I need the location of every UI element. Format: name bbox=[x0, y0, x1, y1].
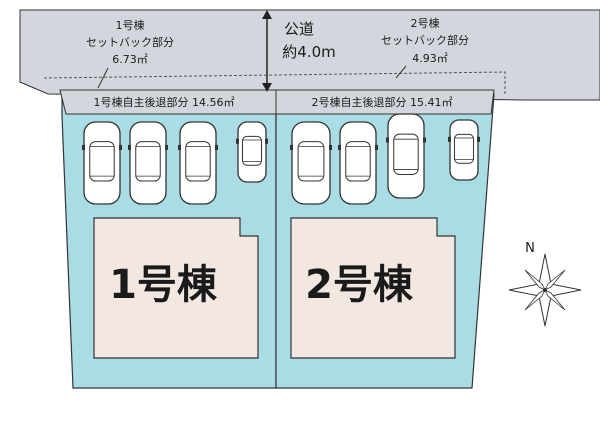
parked-car-icon bbox=[448, 119, 480, 181]
lot-2-setback-title: 2号棟 bbox=[411, 16, 440, 30]
lot-1-voluntary-setback: 1号棟自主後退部分 14.56㎡ bbox=[94, 95, 235, 109]
parked-car-icon bbox=[290, 121, 332, 205]
lot-1-setback-title: 1号棟 bbox=[116, 18, 145, 32]
lot-1-leader-line bbox=[97, 67, 109, 89]
parked-car-icon bbox=[386, 113, 426, 199]
lot-2-setback-area: 4.93㎡ bbox=[412, 52, 448, 65]
parked-car-icon bbox=[178, 121, 218, 205]
parked-car-icon bbox=[128, 121, 168, 205]
arrow-head-down-icon bbox=[262, 83, 272, 92]
lot-1-setback-area: 6.73㎡ bbox=[112, 53, 148, 66]
parked-car-icon bbox=[236, 121, 268, 183]
building-1-label: 1号棟 bbox=[109, 262, 218, 308]
public-road bbox=[19, 9, 600, 101]
lot-1-setback-desc: セットバック部分 bbox=[86, 35, 174, 49]
lot-2-voluntary-setback-strip bbox=[275, 89, 495, 115]
road-label: 公道 bbox=[284, 20, 314, 38]
lot-2-voluntary-setback: 2号棟自主後退部分 15.41㎡ bbox=[312, 95, 453, 109]
road-width: 約4.0m bbox=[282, 43, 335, 61]
building-1 bbox=[93, 217, 259, 359]
lot-2-setback-desc: セットバック部分 bbox=[381, 33, 469, 47]
parked-car-icon bbox=[338, 121, 378, 205]
compass-north-label: N bbox=[525, 241, 535, 256]
lot-2-leader-line bbox=[395, 65, 407, 79]
setback-line bbox=[43, 71, 506, 96]
parked-car-icon bbox=[82, 121, 122, 205]
building-2-label: 2号棟 bbox=[305, 262, 414, 308]
compass-icon bbox=[508, 253, 582, 327]
building-2 bbox=[290, 217, 456, 359]
arrow-head-up-icon bbox=[262, 10, 272, 19]
